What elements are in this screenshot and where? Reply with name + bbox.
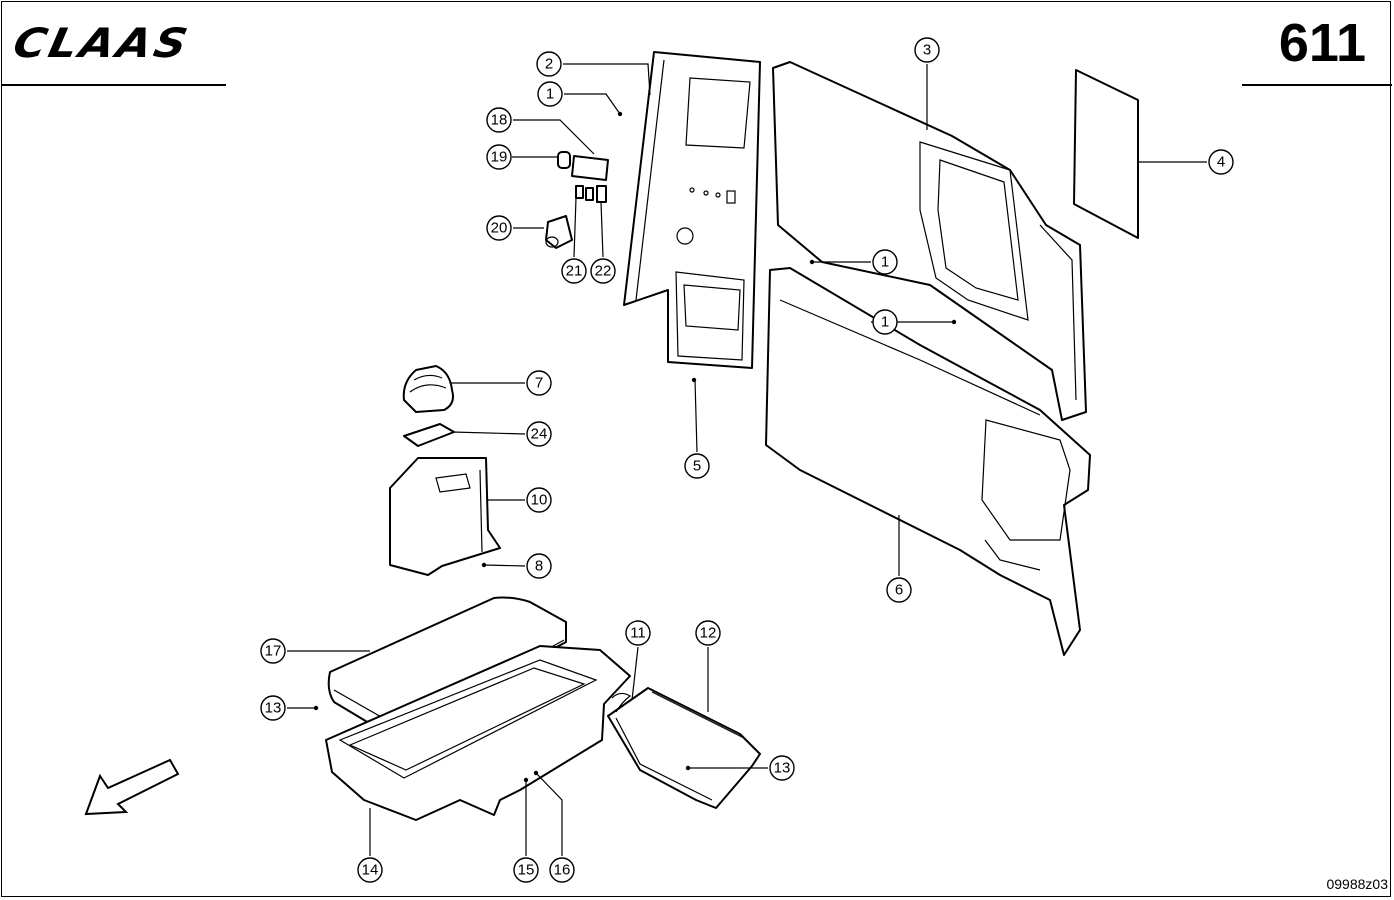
callout-label: 12 <box>700 625 717 642</box>
callout-balloon: 16 <box>549 857 575 883</box>
part-clip <box>611 692 632 713</box>
callout-label: 19 <box>491 149 508 166</box>
callout-balloon: 12 <box>695 620 721 646</box>
part-decal-card <box>1073 69 1139 239</box>
drawing-number: 09988z03 <box>1326 876 1388 892</box>
callout-balloon: 22 <box>590 258 616 284</box>
callout-label: 20 <box>491 220 508 237</box>
callout-balloon: 18 <box>486 107 512 133</box>
part-gear-boot <box>402 365 454 413</box>
callout-balloon: 5 <box>684 453 710 479</box>
part-bulb <box>557 151 571 169</box>
callout-label: 8 <box>535 558 543 575</box>
callout-label: 21 <box>566 263 583 280</box>
callout-label: 15 <box>518 862 535 879</box>
callout-label: 11 <box>630 625 646 642</box>
callout-balloon: 10 <box>526 487 552 513</box>
callout-balloon: 1 <box>537 81 563 107</box>
callout-label: 4 <box>1217 154 1225 171</box>
part-boot-plate <box>403 423 455 447</box>
callout-balloon: 24 <box>526 421 552 447</box>
callout-balloon: 13 <box>260 695 286 721</box>
callout-label: 1 <box>881 314 889 331</box>
callout-balloon: 19 <box>486 144 512 170</box>
callout-balloon: 17 <box>260 638 286 664</box>
part-side-panel <box>765 267 1091 656</box>
direction-arrow-icon <box>84 758 180 816</box>
callout-label: 14 <box>362 862 379 879</box>
callout-label: 5 <box>693 458 701 475</box>
callout-label: 10 <box>531 492 548 509</box>
part-switch-b <box>585 187 594 201</box>
callout-balloon: 20 <box>486 215 512 241</box>
callout-label: 3 <box>923 42 931 59</box>
callout-label: 6 <box>895 582 903 599</box>
callout-balloon: 1 <box>872 249 898 275</box>
page-number: 611 <box>1278 13 1366 73</box>
part-storage-tray <box>607 687 761 809</box>
callout-label: 22 <box>595 263 612 280</box>
callout-label: 13 <box>265 700 282 717</box>
part-seat-box <box>325 645 631 821</box>
callout-balloon: 11 <box>625 620 651 646</box>
callout-balloon: 8 <box>526 553 552 579</box>
part-pillar-panel <box>623 51 761 369</box>
part-switch-c <box>596 185 607 203</box>
callout-label: 1 <box>546 86 554 103</box>
callout-label: 17 <box>265 643 282 660</box>
leader-lines <box>287 63 1207 856</box>
part-switch-a <box>575 185 584 199</box>
callout-balloon: 15 <box>513 857 539 883</box>
callout-balloon: 13 <box>769 755 795 781</box>
part-console-cover <box>389 457 501 576</box>
callout-balloon: 21 <box>561 258 587 284</box>
callout-label: 7 <box>535 375 543 392</box>
part-lamp <box>571 155 609 181</box>
callout-label: 18 <box>491 112 508 129</box>
callout-label: 1 <box>881 254 889 271</box>
callout-balloon: 1 <box>872 309 898 335</box>
callout-label: 16 <box>554 862 571 879</box>
callout-balloon: 3 <box>914 37 940 63</box>
callout-label: 24 <box>531 426 548 443</box>
callout-label: 2 <box>545 56 553 73</box>
callout-balloon: 14 <box>357 857 383 883</box>
callout-balloon: 4 <box>1208 149 1234 175</box>
callout-balloon: 7 <box>526 370 552 396</box>
callout-balloon: 6 <box>886 577 912 603</box>
callout-balloon: 2 <box>536 51 562 77</box>
part-connector <box>545 215 573 249</box>
callout-label: 13 <box>774 760 791 777</box>
